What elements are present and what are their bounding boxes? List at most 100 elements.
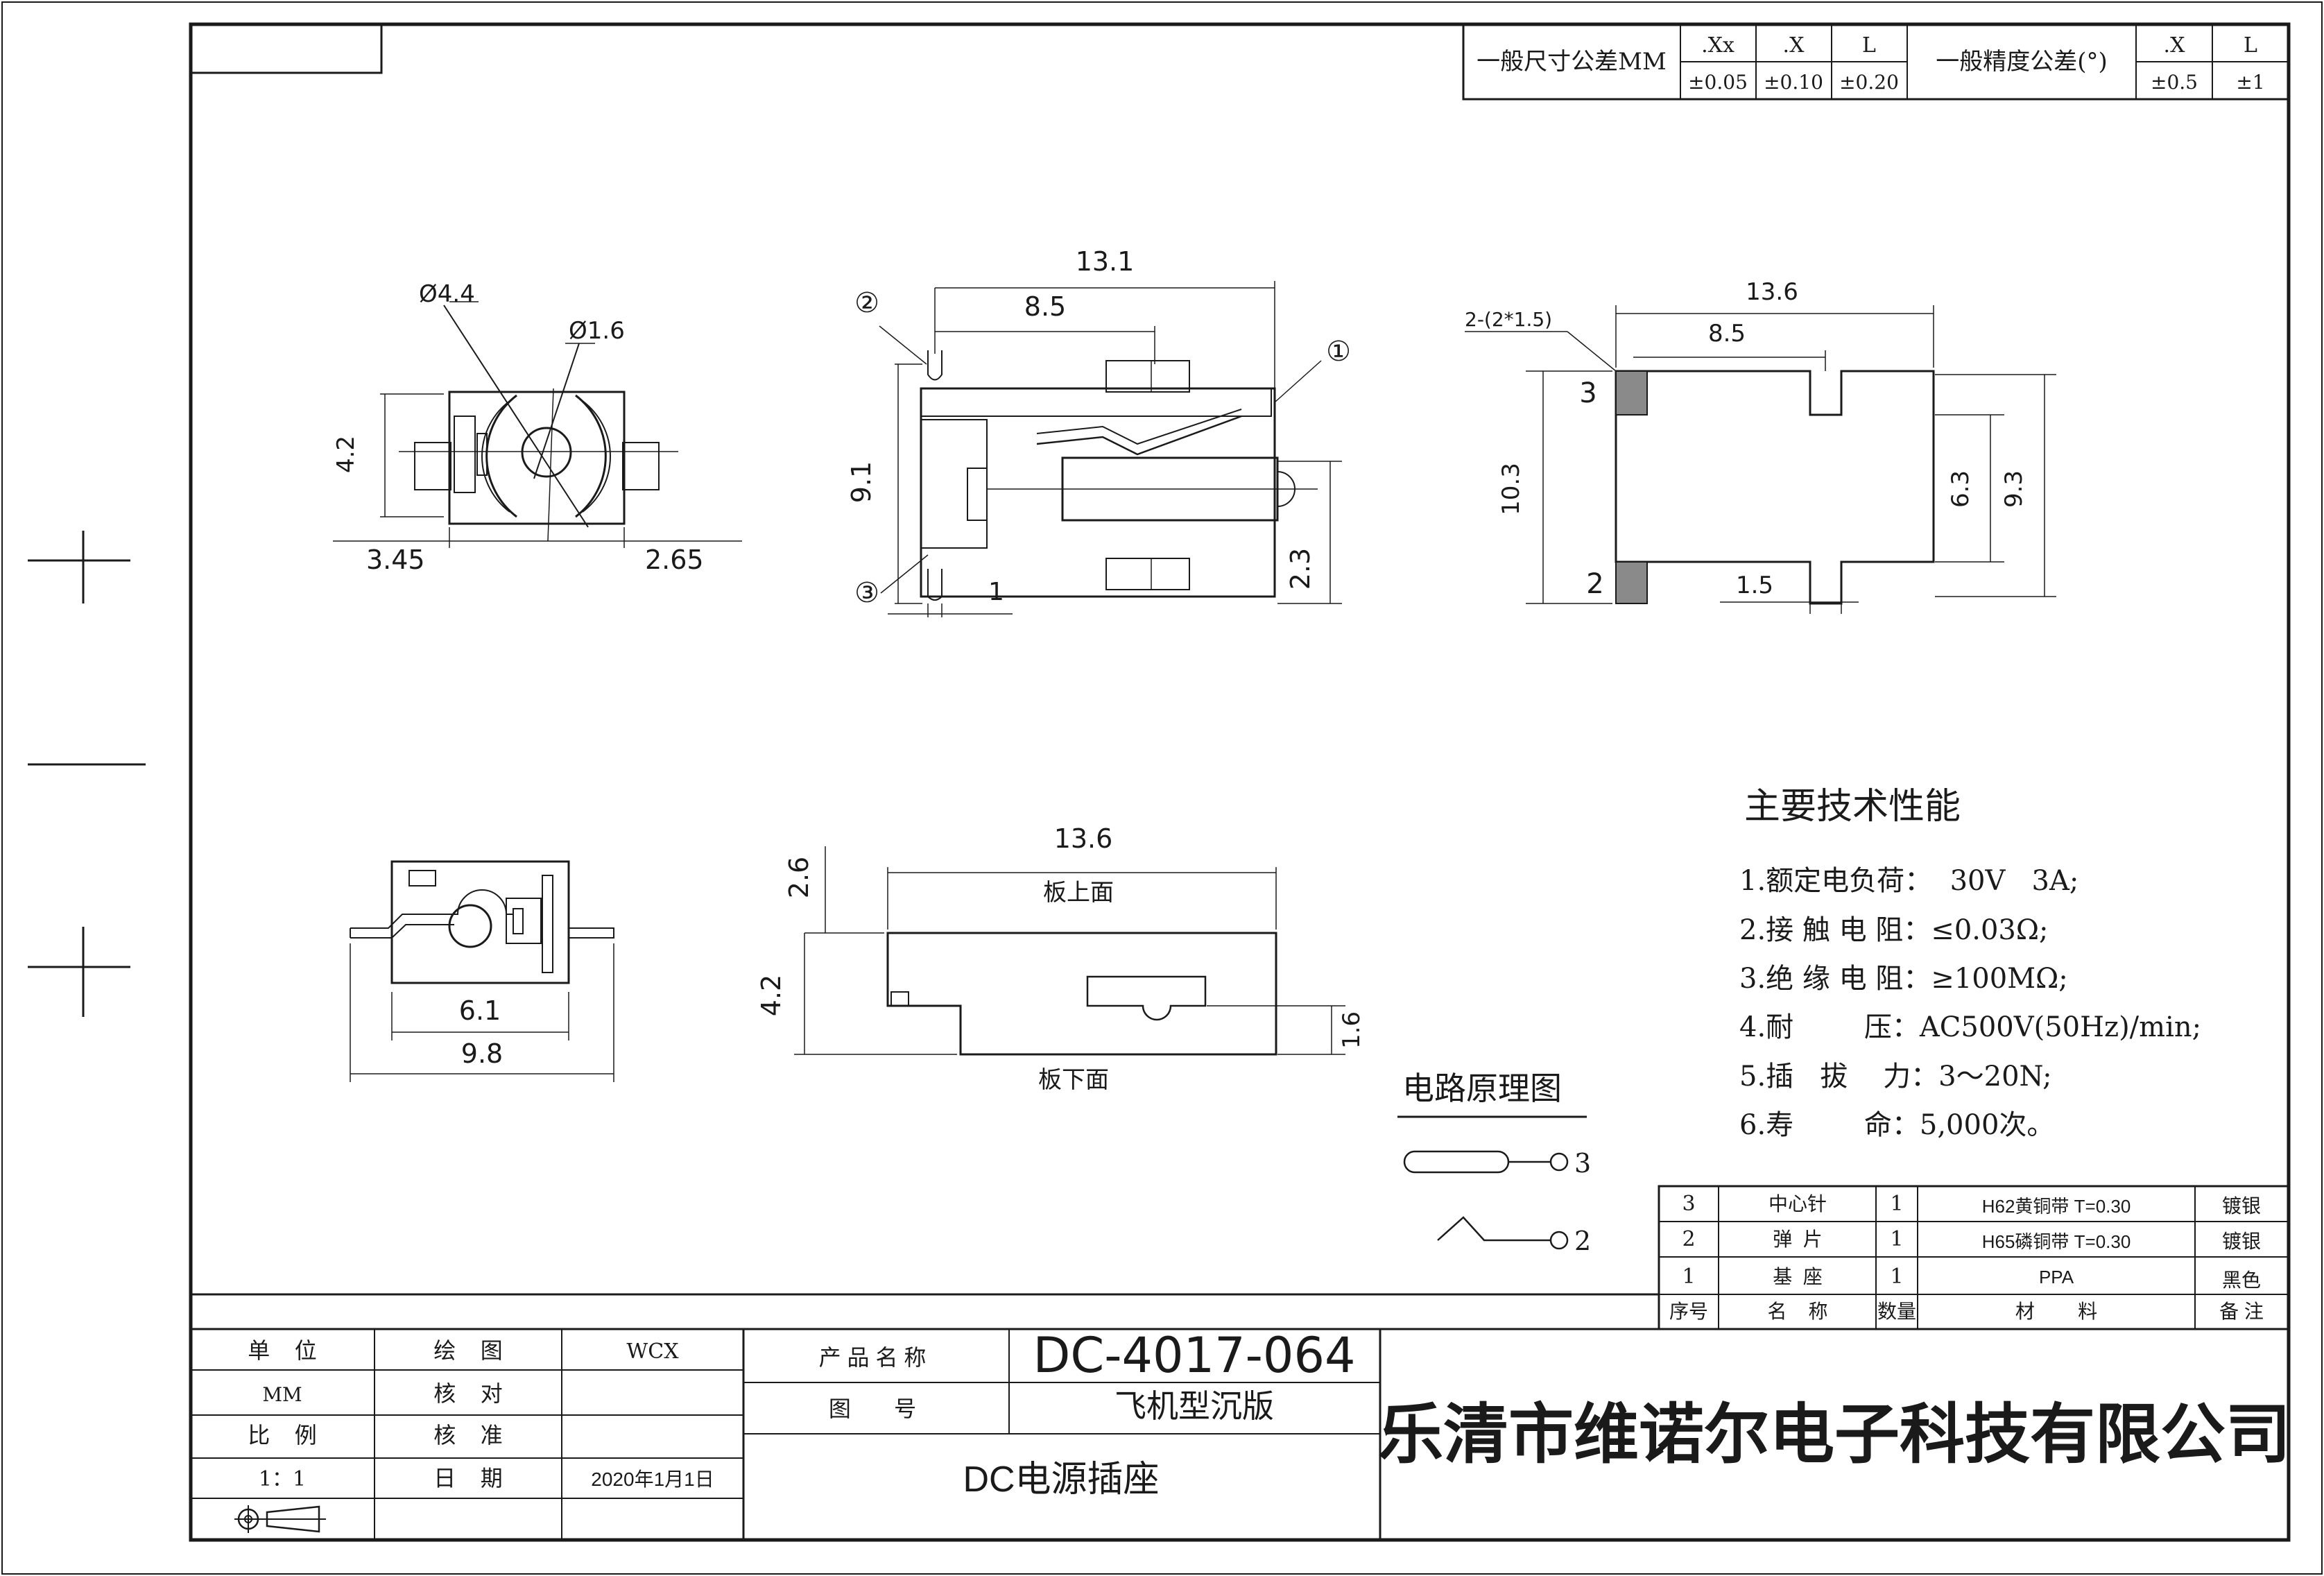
circuit-pin-3: 3 xyxy=(1574,1148,1591,1179)
bom-head-note: 备 注 xyxy=(2219,1301,2264,1322)
top-width: 13.6 xyxy=(1746,278,1798,306)
spec-item-5: 5.插 拔 力：3～20N; xyxy=(1739,1061,2052,1093)
bom-note: 黑色 xyxy=(2222,1269,2261,1291)
top-height: 10.3 xyxy=(1497,463,1525,515)
ang-head-x: .X xyxy=(2164,33,2186,58)
side-height-lower: 2.3 xyxy=(1285,548,1316,590)
bom-row: 3 中心针 1 H62黄铜带 T=0.30 镀银 xyxy=(1682,1192,2261,1217)
bom-qty: 1 xyxy=(1890,1227,1903,1251)
dim-tolerance-label: 一般尺寸公差MM xyxy=(1477,48,1667,76)
ang-head-l: L xyxy=(2244,33,2257,58)
bom-note: 镀银 xyxy=(2222,1195,2261,1217)
title-block: 单 位 MM 比 例 1：1 绘 图 WCX 核 对 核 准 日 期 2020年… xyxy=(191,1293,2291,1540)
product-name-label: 产 品 名 称 xyxy=(819,1345,927,1370)
side-pin-pitch: 1 xyxy=(988,578,1004,606)
side-view: 13.1 8.5 9.1 2.3 1 ① ② ③ xyxy=(846,246,1351,617)
ang-tolerance-label: 一般精度公差(°) xyxy=(1936,48,2108,76)
front-left-offset: 3.45 xyxy=(366,545,425,575)
bom-qty: 1 xyxy=(1890,1265,1903,1289)
side-callout-2: ② xyxy=(854,287,879,319)
scale-value: 1：1 xyxy=(259,1467,306,1491)
side-height: 9.1 xyxy=(846,461,877,503)
bom-head-qty: 数量 xyxy=(1877,1301,1916,1322)
bom-head-no: 序号 xyxy=(1669,1301,1708,1322)
ang-val-x: ±0.5 xyxy=(2151,71,2198,94)
bottom-b-board-bottom: 板下面 xyxy=(1038,1067,1109,1093)
dim-head-l: L xyxy=(1862,33,1876,58)
bottom-view-b: 13.6 板上面 板下面 2.6 4.2 1.6 xyxy=(756,823,1366,1093)
bom-no: 1 xyxy=(1682,1265,1695,1289)
ang-val-l: ±1 xyxy=(2236,71,2264,94)
draw-value: WCX xyxy=(626,1339,679,1364)
draw-label: 绘 图 xyxy=(433,1338,503,1363)
side-callout-1: ① xyxy=(1326,336,1351,368)
bom-qty: 1 xyxy=(1890,1192,1903,1216)
part-name: DC电源插座 xyxy=(963,1459,1159,1500)
scale-label: 比 例 xyxy=(248,1423,317,1448)
circuit-diagram: 电路原理图 3 2 xyxy=(1397,1070,1591,1256)
check-label: 核 对 xyxy=(433,1381,503,1406)
top-view: 13.6 8.5 2-(2*1.5) 10.3 6.3 9.3 1.5 3 2 xyxy=(1465,278,2056,614)
bom-material: PPA xyxy=(2039,1267,2074,1287)
bom-no: 2 xyxy=(1682,1227,1695,1251)
circuit-pin-3-terminal xyxy=(1549,1152,1569,1172)
bom-material: H65磷铜带 T=0.30 xyxy=(1982,1231,2131,1252)
bom-header: 序号 名 称 数量 材 料 备 注 xyxy=(1669,1301,2264,1322)
date-value: 2020年1月1日 xyxy=(591,1468,714,1490)
spec-item-6: 6.寿 命：5,000次。 xyxy=(1739,1109,2054,1141)
drawing-no-value: 飞机型沉版 xyxy=(1114,1388,1274,1424)
approve-label: 核 准 xyxy=(433,1423,503,1448)
top-pin-3-label: 3 xyxy=(1579,377,1596,409)
front-right-offset: 2.65 xyxy=(645,545,704,575)
spec-block: 主要技术性能 1.额定电负荷： 30V 3A; 2.接 触 电 阻：≤0.03Ω… xyxy=(1739,787,2201,1141)
bottom-a-inner-width: 6.1 xyxy=(459,995,501,1026)
bom-part: 弹 片 xyxy=(1773,1228,1823,1250)
circuit-title: 电路原理图 xyxy=(1402,1070,1562,1106)
top-pad-2 xyxy=(1615,561,1648,604)
drawing-no-label: 图 号 xyxy=(829,1396,916,1421)
bom-row: 1 基 座 1 PPA 黑色 xyxy=(1682,1265,2261,1291)
spec-item-1: 1.额定电负荷： 30V 3A; xyxy=(1739,865,2078,897)
top-width-inner: 8.5 xyxy=(1708,320,1746,348)
bottom-b-width: 13.6 xyxy=(1054,823,1113,854)
bottom-view-a: 6.1 9.8 xyxy=(350,860,614,1082)
front-dia-outer: Ø4.4 xyxy=(419,280,475,308)
top-pin-2-label: 2 xyxy=(1586,568,1603,600)
bottom-b-board-top: 板上面 xyxy=(1043,880,1114,906)
unit-label: 单 位 xyxy=(248,1338,317,1363)
company-name: 乐清市维诺尔电子科技有限公司 xyxy=(1378,1398,2291,1471)
front-dia-pin: Ø1.6 xyxy=(569,317,625,345)
bom-head-part: 名 称 xyxy=(1767,1301,1827,1322)
unit-value: MM xyxy=(262,1383,302,1406)
dim-head-x: .X xyxy=(1783,33,1805,58)
bom-head-material: 材 料 xyxy=(2015,1301,2097,1322)
dim-val-xx: ±0.05 xyxy=(1688,71,1748,94)
bom-part: 基 座 xyxy=(1773,1266,1823,1287)
top-height-outer: 9.3 xyxy=(2000,470,2028,508)
front-height: 4.2 xyxy=(332,436,360,473)
date-label: 日 期 xyxy=(433,1466,503,1491)
product-name-value: DC-4017-064 xyxy=(1033,1327,1355,1384)
bom-no: 3 xyxy=(1682,1192,1695,1216)
spec-item-3: 3.绝 缘 电 阻：≥100MΩ; xyxy=(1739,963,2068,995)
projection-symbol-icon xyxy=(234,1505,326,1533)
bom-part: 中心针 xyxy=(1768,1193,1827,1215)
dim-val-x: ±0.10 xyxy=(1764,71,1823,94)
top-height-inner: 6.3 xyxy=(1947,470,1974,508)
top-pad-note: 2-(2*1.5) xyxy=(1465,308,1552,331)
bom-note: 镀银 xyxy=(2222,1231,2261,1252)
bottom-b-height: 4.2 xyxy=(756,975,786,1016)
front-view: Ø4.4 Ø1.6 4.2 3.45 2.65 xyxy=(332,280,742,575)
tolerance-table: 一般尺寸公差MM .Xx .X L ±0.05 ±0.10 ±0.20 一般精度… xyxy=(1462,23,2290,101)
bom-table: 3 中心针 1 H62黄铜带 T=0.30 镀银 2 弹 片 1 H65磷铜带 … xyxy=(1658,1185,2290,1330)
spec-title: 主要技术性能 xyxy=(1744,787,1961,827)
dim-val-l: ±0.20 xyxy=(1839,71,1899,94)
side-width-inner: 8.5 xyxy=(1024,291,1066,322)
side-width: 13.1 xyxy=(1076,246,1135,277)
circuit-pin-2: 2 xyxy=(1574,1226,1591,1256)
bom-row: 2 弹 片 1 H65磷铜带 T=0.30 镀银 xyxy=(1682,1227,2261,1252)
top-notch-width: 1.5 xyxy=(1736,572,1773,599)
top-pad-3 xyxy=(1615,370,1648,416)
